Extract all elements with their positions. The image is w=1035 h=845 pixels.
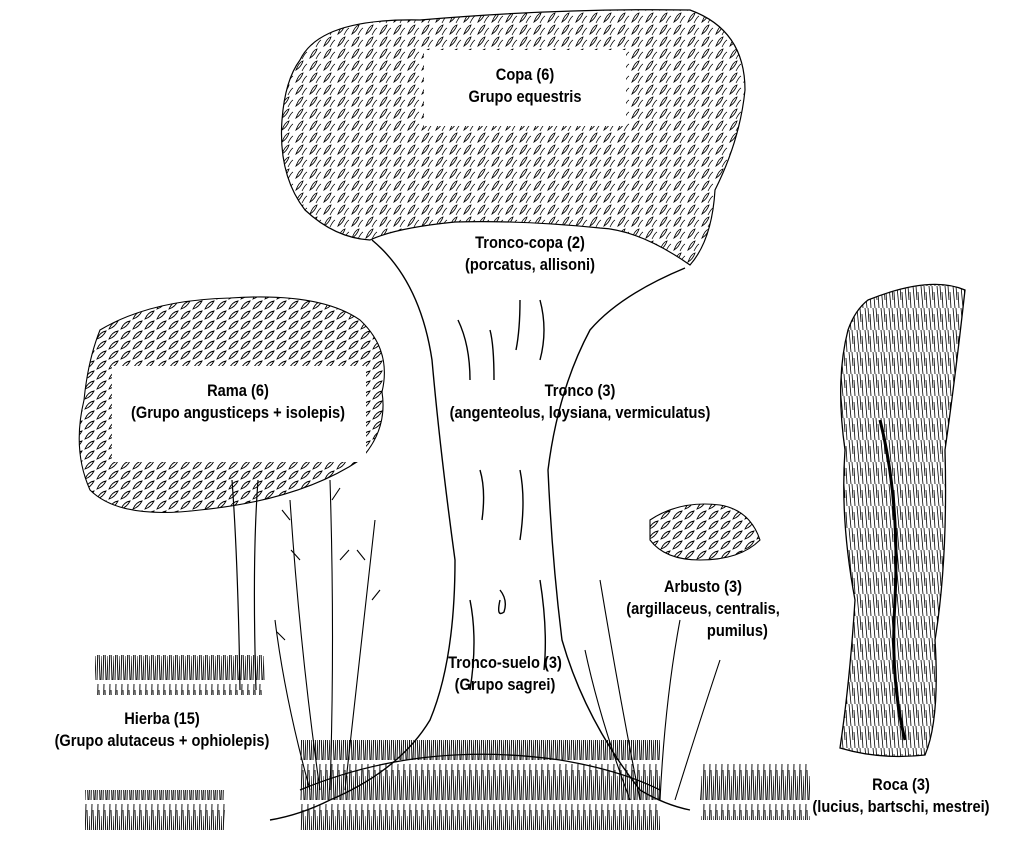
small-tree xyxy=(79,297,384,690)
label-tronco-suelo: Tronco-suelo (3) (Grupo sagrei) xyxy=(415,652,596,696)
label-rama: Rama (6) (Grupo angusticeps + isolepis) xyxy=(95,380,381,424)
rock-column xyxy=(840,284,965,756)
label-hierba: Hierba (15) (Grupo alutaceus + ophiolepi… xyxy=(26,708,298,752)
tree-canopy xyxy=(281,10,745,265)
label-tronco-copa: Tronco-copa (2) (porcatus, allisoni) xyxy=(435,232,624,276)
label-arbusto: Arbusto (3) (argillaceus, centralis, pum… xyxy=(606,576,800,642)
label-copa: Copa (6) Grupo equestris xyxy=(438,64,612,108)
label-roca: Roca (3) (lucius, bartschi, mestrei) xyxy=(788,774,1013,818)
label-tronco: Tronco (3) (angenteolus, loysiana, vermi… xyxy=(391,380,769,424)
